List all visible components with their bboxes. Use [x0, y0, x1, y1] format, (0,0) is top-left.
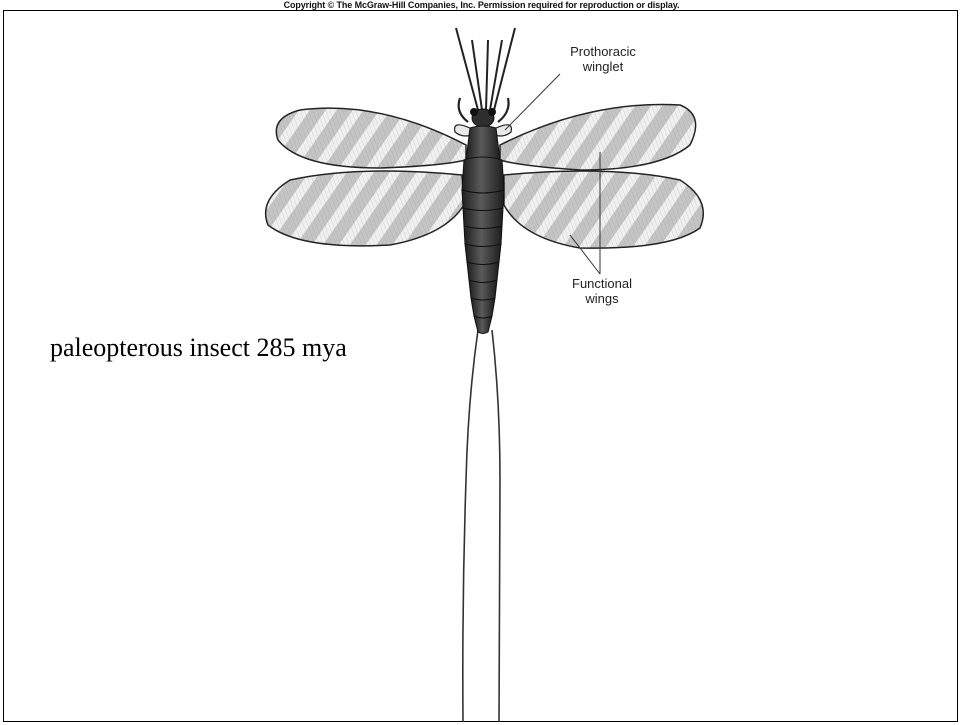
label-functional-line1: Functional	[552, 276, 652, 291]
label-functional-line2: wings	[552, 291, 652, 306]
label-prothoracic-line2: winglet	[558, 59, 648, 74]
right-forewing	[500, 105, 696, 171]
label-prothoracic-line1: Prothoracic	[558, 44, 648, 59]
abdomen	[462, 190, 504, 334]
label-prothoracic-winglet: Prothoracic winglet	[558, 44, 648, 74]
cerci	[463, 330, 500, 722]
antennae	[456, 28, 515, 110]
head	[470, 108, 496, 127]
left-hindwing	[266, 171, 464, 246]
left-forewing	[276, 108, 466, 168]
slide-caption: paleopterous insect 285 mya	[50, 333, 347, 363]
label-functional-wings: Functional wings	[552, 276, 652, 306]
right-hindwing	[504, 171, 703, 248]
